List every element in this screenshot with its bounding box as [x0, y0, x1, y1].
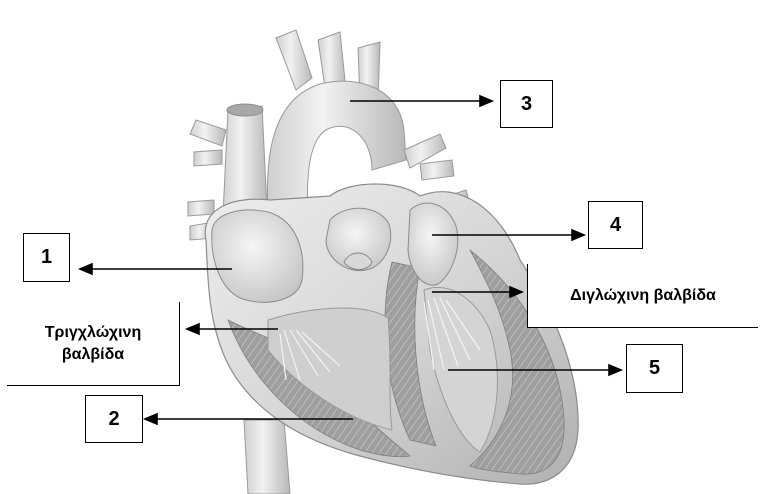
label-1: 1 [41, 246, 52, 269]
label-box-1: 1 [23, 233, 70, 282]
label-2: 2 [108, 408, 119, 431]
label-box-4: 4 [588, 201, 643, 249]
label-5: 5 [649, 357, 660, 380]
label-box-3: 3 [500, 80, 553, 128]
label-box-2: 2 [85, 395, 143, 443]
mitral-label: Διγλώχινη βαλβίδα [570, 285, 716, 307]
label-3: 3 [521, 93, 532, 116]
tricuspid-label-line1: Τριγχλώχινη [45, 322, 141, 344]
mitral-valve-label-box: Διγλώχινη βαλβίδα [527, 264, 758, 328]
label-box-5: 5 [626, 344, 683, 393]
inferior-vena-cava [244, 420, 290, 494]
tricuspid-valve-label-box: Τριγχλώχινη βαλβίδα [7, 302, 180, 386]
tricuspid-label-line2: βαλβίδα [45, 344, 141, 366]
label-4: 4 [610, 214, 621, 237]
